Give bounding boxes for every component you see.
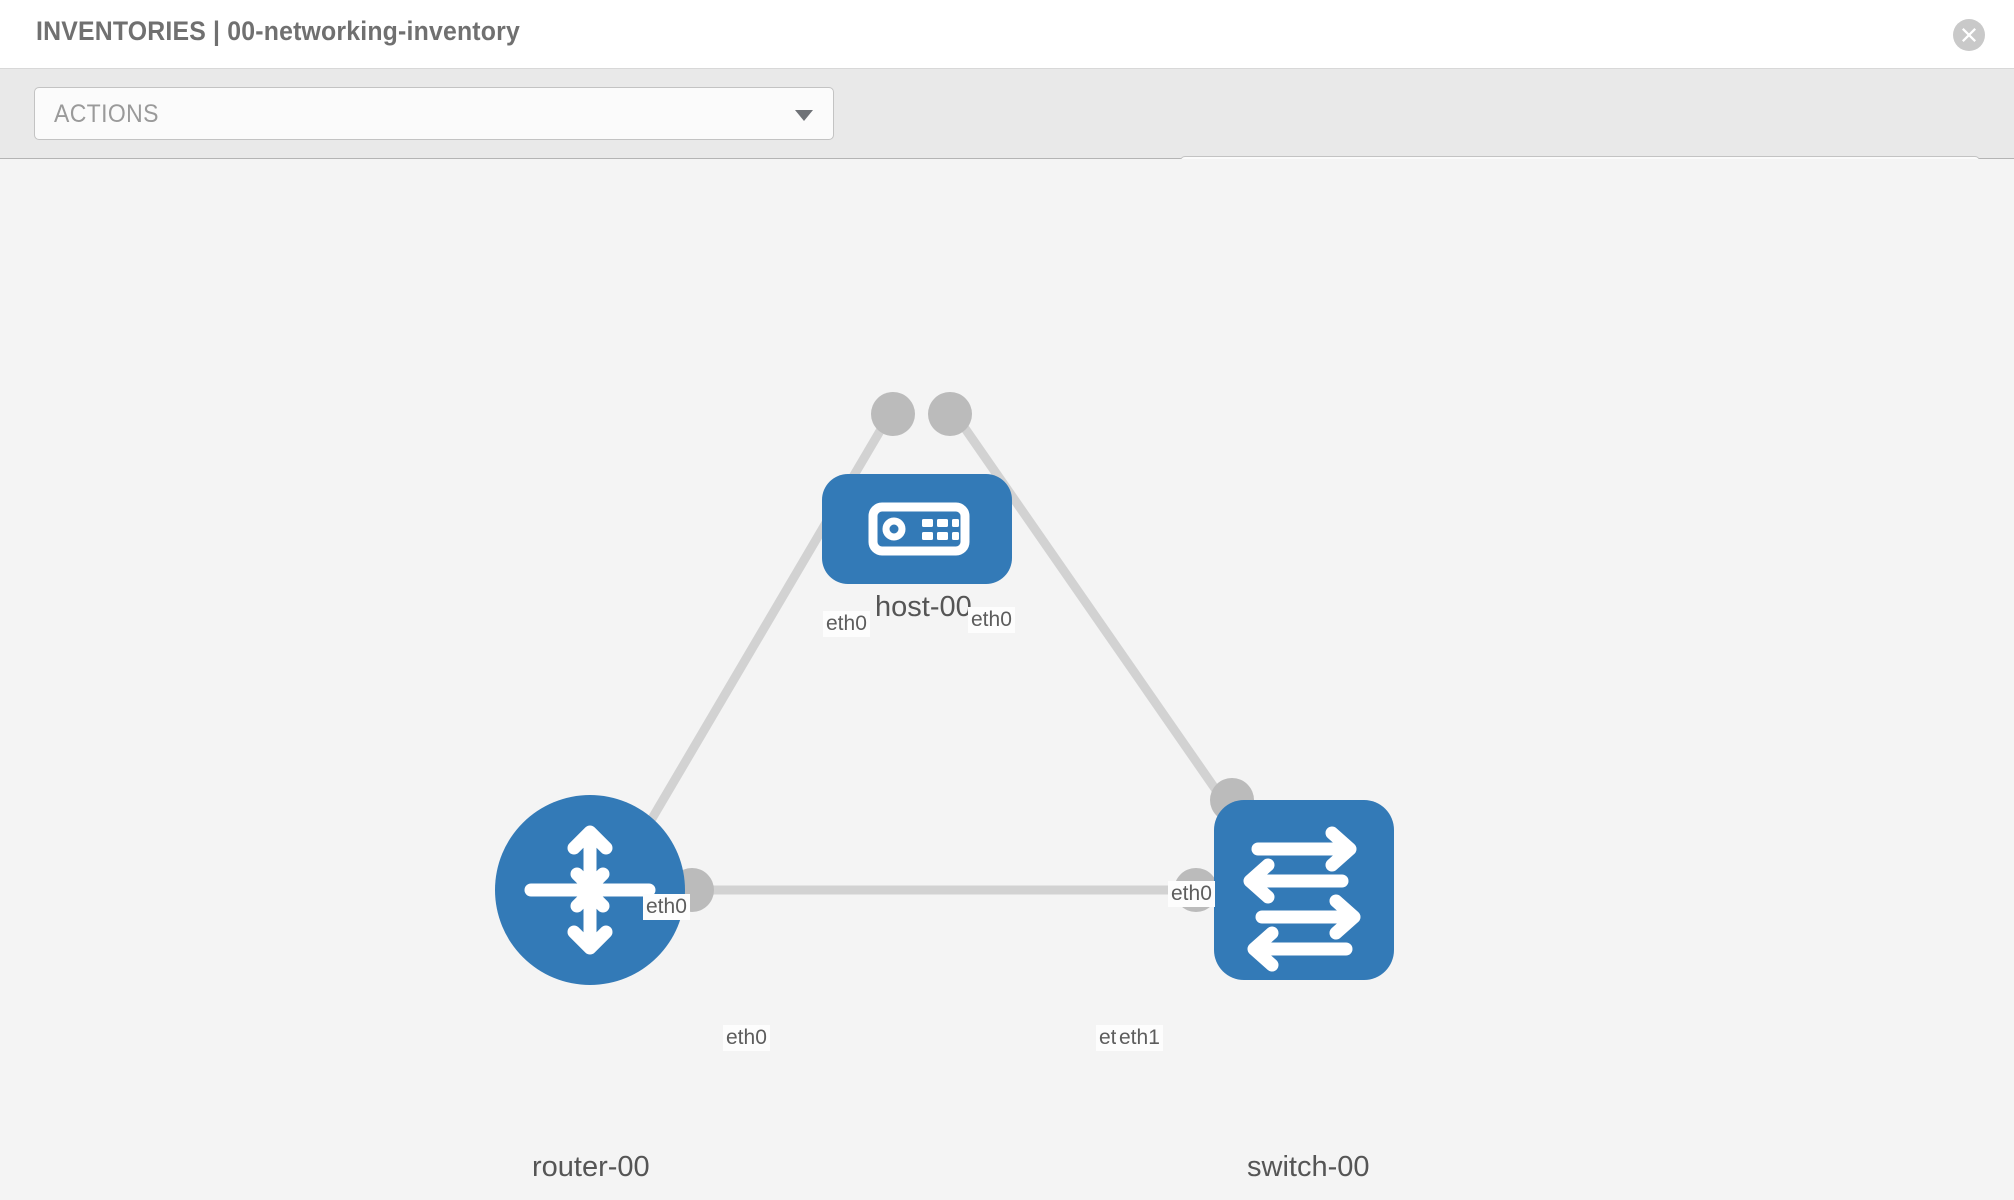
actions-dropdown-label: ACTIONS: [54, 100, 159, 128]
node-host-00[interactable]: [822, 474, 1012, 584]
node-switch-00[interactable]: [1214, 800, 1394, 980]
iface-label-switch-up-eth0: eth0: [1168, 881, 1215, 907]
switch-arrows-icon: [1243, 826, 1361, 972]
server-icon: [868, 502, 970, 556]
iface-label-router-up-eth0: eth0: [643, 894, 690, 920]
iface-label-host-left-eth0: eth0: [823, 611, 870, 637]
page-header: INVENTORIES | 00-networking-inventory: [0, 0, 2014, 69]
port-host-right[interactable]: [928, 392, 972, 436]
iface-label-host-right-eth0: eth0: [968, 607, 1015, 633]
iface-label-router-right-eth0: eth0: [723, 1025, 770, 1051]
chevron-down-icon: [795, 110, 813, 121]
router-arrows-icon: [524, 825, 656, 955]
node-label-switch-00: switch-00: [1245, 1151, 1372, 1184]
topology-canvas[interactable]: host-00 router-00 switch-00 eth0 eth0 et…: [0, 159, 2014, 1200]
node-label-host-00: host-00: [873, 591, 974, 624]
close-icon-glyph: [1962, 28, 1976, 42]
page-title: INVENTORIES | 00-networking-inventory: [36, 16, 520, 46]
actions-dropdown[interactable]: ACTIONS: [34, 87, 834, 140]
port-host-left[interactable]: [871, 392, 915, 436]
node-router-00[interactable]: [495, 795, 685, 985]
toolbar: ACTIONS SEARCH: [0, 69, 2014, 209]
topology-graph: [495, 392, 1394, 985]
iface-label-switch-left-eth1: eth1: [1116, 1025, 1163, 1051]
close-icon[interactable]: [1953, 19, 1985, 51]
node-label-router-00: router-00: [530, 1151, 652, 1184]
